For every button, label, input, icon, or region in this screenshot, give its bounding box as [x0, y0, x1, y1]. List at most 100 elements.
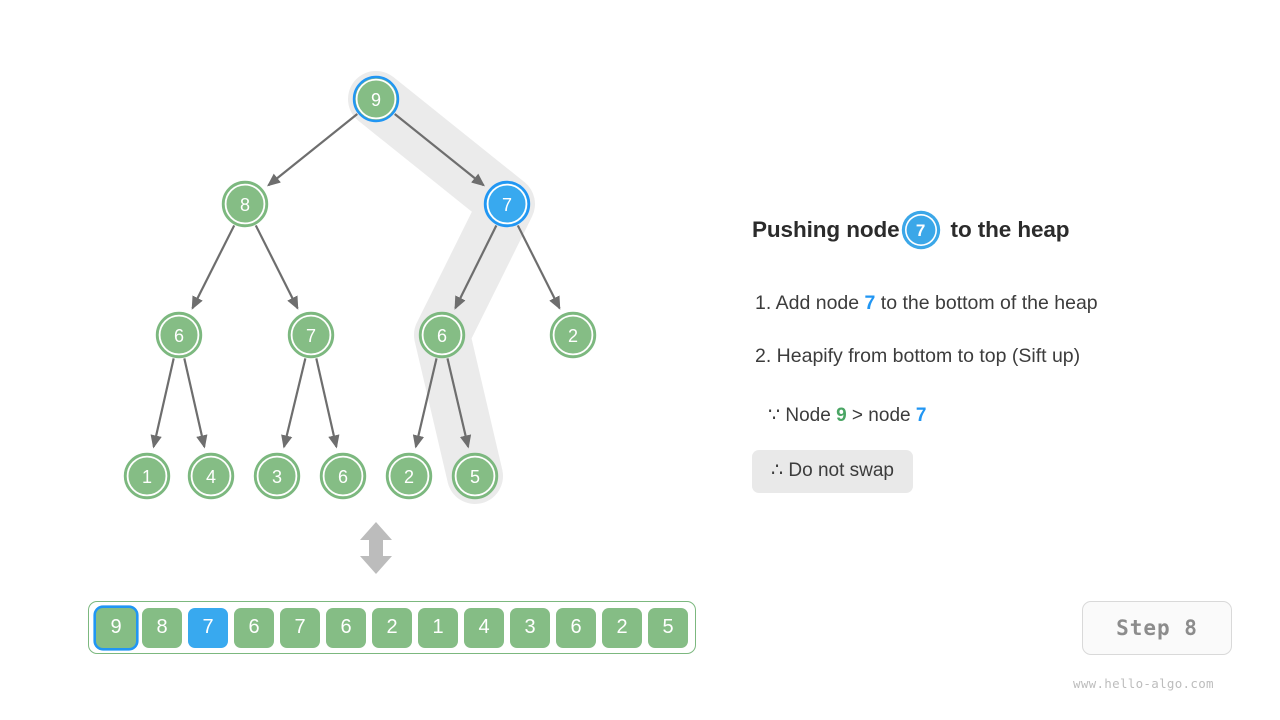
- tree-node: 6: [319, 452, 367, 500]
- title-suffix: to the heap: [950, 217, 1070, 242]
- node-inner-ring: [126, 455, 168, 497]
- tree-edge: [191, 224, 236, 310]
- node-inner-ring: [256, 455, 298, 497]
- array-cell: 2: [372, 607, 412, 648]
- step-1-before: Add node: [771, 292, 865, 314]
- tree-edge: [412, 358, 438, 449]
- node-inner-ring: [190, 455, 232, 497]
- conclusion-text: Do not swap: [783, 460, 894, 481]
- node-label: 7: [306, 326, 316, 346]
- node-disc: [293, 317, 329, 353]
- node-inner-ring: [486, 183, 528, 225]
- tree-edge: [315, 358, 340, 449]
- node-inner-ring: [355, 78, 397, 120]
- reason-right-value: 7: [915, 405, 927, 426]
- array-cell: 9: [96, 607, 136, 648]
- tree-edge: [281, 358, 307, 449]
- array-cell: 4: [464, 607, 504, 648]
- node-label: 9: [371, 90, 381, 110]
- node-disc: [358, 81, 394, 117]
- tree-edge: [254, 224, 299, 310]
- reason-middle: > node: [846, 405, 916, 426]
- tree-node: 9: [352, 75, 400, 123]
- node-label: 3: [272, 467, 282, 487]
- watermark: www.hello-algo.com: [1073, 676, 1214, 691]
- highlight-ribbon: [348, 71, 535, 504]
- step-1-after: to the bottom of the heap: [875, 292, 1098, 314]
- tree-svg-canvas: 9 8 7 6 7 6 2 1 4 3 6 2 5: [123, 71, 597, 504]
- array-cell: 6: [326, 607, 366, 648]
- step-1-index: 1.: [755, 292, 772, 314]
- step-2-text: 2. Heapify from bottom to top (Sift up): [755, 345, 1080, 368]
- tree-node: 3: [253, 452, 301, 500]
- explanation-panel: Pushing node 7 to the heap 1. Add node 7…: [752, 0, 1264, 720]
- node-disc: [193, 458, 229, 494]
- tree-node: 6: [155, 311, 203, 359]
- array-cell: 7: [188, 607, 228, 648]
- highlight-path: [348, 71, 535, 504]
- node-inner-ring: [322, 455, 364, 497]
- array-cell: 6: [556, 607, 596, 648]
- tree-edge: [516, 224, 561, 310]
- node-label: 1: [142, 467, 152, 487]
- reason-left-value: 9: [836, 405, 847, 426]
- array-cell: 7: [280, 607, 320, 648]
- node-disc: [227, 186, 263, 222]
- node-label: 2: [568, 326, 578, 346]
- tree-node: 7: [287, 311, 335, 359]
- node-label: 7: [502, 195, 512, 215]
- node-inner-ring: [552, 314, 594, 356]
- node-disc: [259, 458, 295, 494]
- binary-heap-tree-diagram: 9 8 7 6 7 6 2 1 4 3 6 2 5: [123, 71, 597, 574]
- step-2-before: Heapify from bottom to top (Sift up): [771, 345, 1081, 367]
- node-inner-ring: [421, 314, 463, 356]
- node-disc: [391, 458, 427, 494]
- node-disc: [457, 458, 493, 494]
- array-cell: 1: [418, 607, 458, 648]
- tree-node: 1: [123, 452, 171, 500]
- tree-node: 5: [451, 452, 499, 500]
- node-label: 4: [206, 467, 216, 487]
- tree-node: 2: [385, 452, 433, 500]
- tree-edge: [183, 358, 208, 449]
- therefore-symbol: ∴: [771, 460, 784, 481]
- node-disc: [424, 317, 460, 353]
- node-inner-ring: [454, 455, 496, 497]
- node-label: 6: [174, 326, 184, 346]
- tree-nodes: 9 8 7 6 7 6 2 1 4 3 6 2 5: [123, 75, 597, 500]
- tree-node: 8: [221, 180, 269, 228]
- node-disc: [325, 458, 361, 494]
- tree-node: 7: [483, 180, 531, 228]
- node-disc: [129, 458, 165, 494]
- node-inner-ring: [224, 183, 266, 225]
- array-cell: 3: [510, 607, 550, 648]
- title-node-badge: 7: [904, 214, 937, 246]
- node-disc: [555, 317, 591, 353]
- conclusion-badge: ∴ Do not swap: [752, 450, 913, 493]
- double-arrow-vertical-icon: [360, 522, 392, 574]
- step-1-text: 1. Add node 7 to the bottom of the heap: [755, 292, 1098, 315]
- page-title: Pushing node 7 to the heap: [752, 214, 1070, 246]
- node-inner-ring: [290, 314, 332, 356]
- reason-prefix: Node: [780, 405, 837, 426]
- tree-edge: [150, 358, 175, 449]
- node-disc: [489, 186, 525, 222]
- tree-node: 2: [549, 311, 597, 359]
- tree-node: 4: [187, 452, 235, 500]
- node-label: 8: [240, 195, 250, 215]
- tree-edges: [150, 113, 561, 449]
- tree-edge: [267, 113, 358, 187]
- node-label: 2: [404, 467, 414, 487]
- step-counter-badge: Step 8: [1082, 601, 1232, 655]
- reason-text: ∵ Node 9 > node 7: [768, 404, 926, 427]
- step-2-index: 2.: [755, 345, 772, 367]
- array-cell: 5: [648, 607, 688, 648]
- node-label: 6: [338, 467, 348, 487]
- array-cell: 8: [142, 607, 182, 648]
- title-prefix: Pushing node: [752, 217, 900, 242]
- array-cell: 6: [234, 607, 274, 648]
- tree-node: 6: [418, 311, 466, 359]
- node-label: 6: [437, 326, 447, 346]
- node-inner-ring: [388, 455, 430, 497]
